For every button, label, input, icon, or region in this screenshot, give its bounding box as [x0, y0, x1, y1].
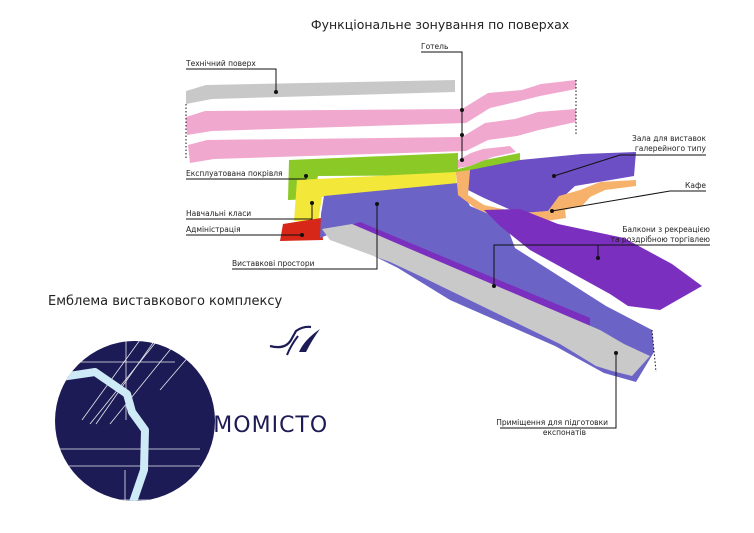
edge-dashed-bottom [651, 329, 657, 373]
label-technical: Технічний поверх [185, 59, 256, 68]
leader-technical [186, 68, 277, 92]
leader-classes [186, 203, 313, 220]
hotel-floor-2 [188, 109, 576, 163]
label-administration: Адміністрація [186, 225, 241, 234]
leader-dot-technical [274, 90, 278, 94]
leader-prep [500, 353, 617, 429]
leader-dot-gallery [552, 174, 556, 178]
leader-dot-exhibition [375, 202, 379, 206]
balcony-strip [484, 209, 702, 310]
leader-dot-cafe [550, 209, 554, 213]
label-gallery-line1: Зала для виставок [632, 134, 706, 143]
label-prep-line1: Приміщення для підготовки [496, 418, 608, 427]
label-hotel: Готель [421, 42, 448, 51]
cafe-zone [456, 170, 636, 222]
leader-dot-classes [310, 201, 314, 205]
administration-floor [280, 218, 323, 241]
classes-floor [294, 172, 457, 222]
gallery-hall [466, 152, 636, 214]
leader-dot-hotel-2 [460, 133, 464, 137]
label-cafe: Кафе [685, 181, 706, 190]
prep-room [322, 224, 650, 376]
emblem-title: Емблема виставкового комплексу [48, 294, 282, 309]
label-balcony-line2: та роздрібною торгівлею [611, 235, 710, 244]
label-classes: Навчальні класи [186, 209, 251, 218]
bird-logo-icon [269, 325, 320, 356]
leader-dot-balcony-2 [492, 284, 496, 288]
label-gallery-line2: галерейного типу [635, 144, 707, 153]
leader-dot-balcony-1 [596, 256, 600, 260]
leader-cafe [551, 190, 706, 212]
diagram-title: Функціональне зонування по поверхах [311, 17, 569, 32]
technical-floor [186, 80, 455, 104]
leader-balcony-b [493, 244, 598, 286]
leader-dot-prep [614, 351, 618, 355]
roof-terrace [288, 153, 520, 200]
emblem-circle [55, 341, 215, 501]
leader-dot-hotel-3 [460, 158, 464, 162]
leader-exhibition [232, 204, 378, 270]
label-prep-line2: експонатів [543, 428, 586, 437]
brand-name: КОСМОМІСТО [162, 413, 328, 438]
leader-dot-hotel-1 [460, 108, 464, 112]
leader-dot-roof [304, 174, 308, 178]
label-balcony-line1: Балкони з рекреацією [622, 225, 710, 234]
leader-gallery [553, 154, 706, 177]
hotel-floor-1 [186, 80, 576, 135]
label-roof: Експлуатована покрівля [186, 169, 283, 178]
label-exhibition: Виставкові простори [232, 259, 315, 268]
leader-hotel [421, 51, 463, 160]
hotel-floor-3 [458, 146, 516, 168]
leader-dot-administration [300, 233, 304, 237]
